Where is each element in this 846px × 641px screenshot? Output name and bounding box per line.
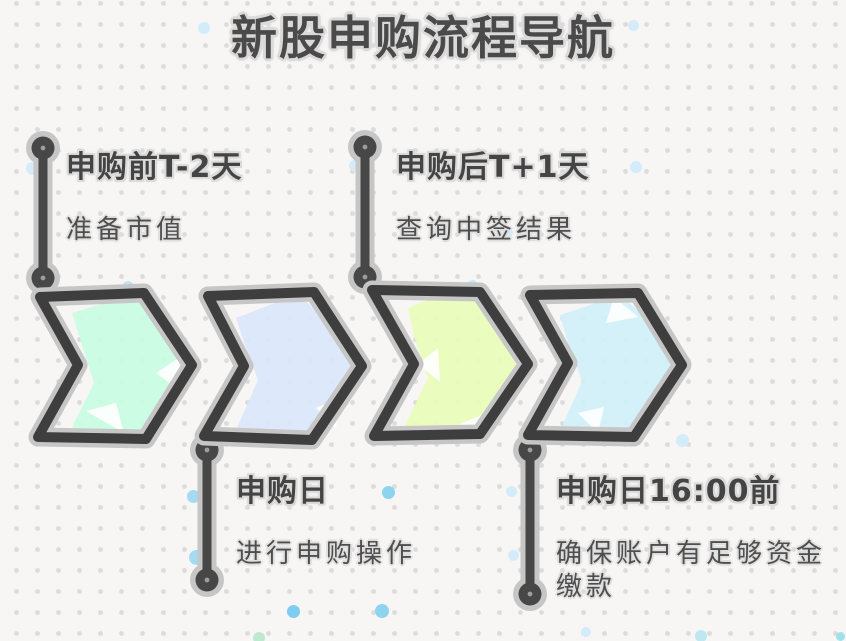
accent-dot — [836, 632, 845, 641]
accent-dot — [676, 434, 689, 447]
chevron-outline — [523, 288, 687, 442]
step-label: 申购前T-2天 — [66, 150, 243, 185]
step-desc: 确保账户有足够资金 缴款 — [556, 539, 827, 602]
step-label: 申购日16:00前 — [556, 474, 781, 509]
chevron-step-3 — [362, 280, 538, 446]
chevron-outline — [367, 285, 533, 441]
timeline-connector-step-2 — [190, 433, 224, 597]
fill-gap — [578, 407, 604, 433]
chevron-step-4 — [518, 283, 692, 447]
accent-dot — [187, 490, 200, 503]
accent-dot — [198, 22, 210, 34]
step-desc: 进行申购操作 — [236, 539, 417, 569]
accent-dot — [502, 227, 513, 238]
accent-dot — [253, 632, 265, 641]
fill-gap — [418, 348, 440, 382]
timeline-connector-step-3 — [348, 130, 382, 294]
fill-gap — [606, 297, 638, 323]
chevron-step-1 — [28, 283, 202, 449]
accent-dot — [375, 604, 389, 618]
chevron-step-2 — [194, 282, 372, 450]
accent-dot — [508, 550, 519, 561]
accent-dot — [506, 486, 517, 497]
accent-dot — [630, 161, 642, 173]
annotation-step-1: 申购前T-2天 准备市值 — [66, 150, 242, 247]
step-label: 申购日 — [236, 474, 329, 509]
step-desc: 准备市值 — [66, 215, 187, 245]
fill-gap — [86, 403, 124, 433]
annotation-step-3: 申购后T+1天 查询中签结果 — [396, 150, 589, 247]
chevron-outline — [33, 288, 197, 444]
accent-dot — [628, 20, 639, 31]
accent-dot — [287, 605, 300, 618]
step-label: 申购后T+1天 — [396, 150, 590, 185]
accent-dot — [581, 627, 591, 637]
annotation-step-4: 申购日16:00前 确保账户有足够资金 缴款 — [556, 474, 826, 604]
accent-dot — [695, 630, 707, 641]
timeline-connector-step-1 — [26, 131, 60, 295]
accent-dot — [349, 160, 360, 171]
timeline-connector-step-4 — [513, 433, 547, 611]
chevron-outline — [199, 287, 367, 445]
annotation-step-2: 申购日 进行申购操作 — [236, 474, 416, 571]
page-title: 新股申购流程导航 — [231, 11, 615, 65]
step-desc: 查询中签结果 — [396, 215, 577, 245]
accent-dot — [382, 486, 395, 499]
